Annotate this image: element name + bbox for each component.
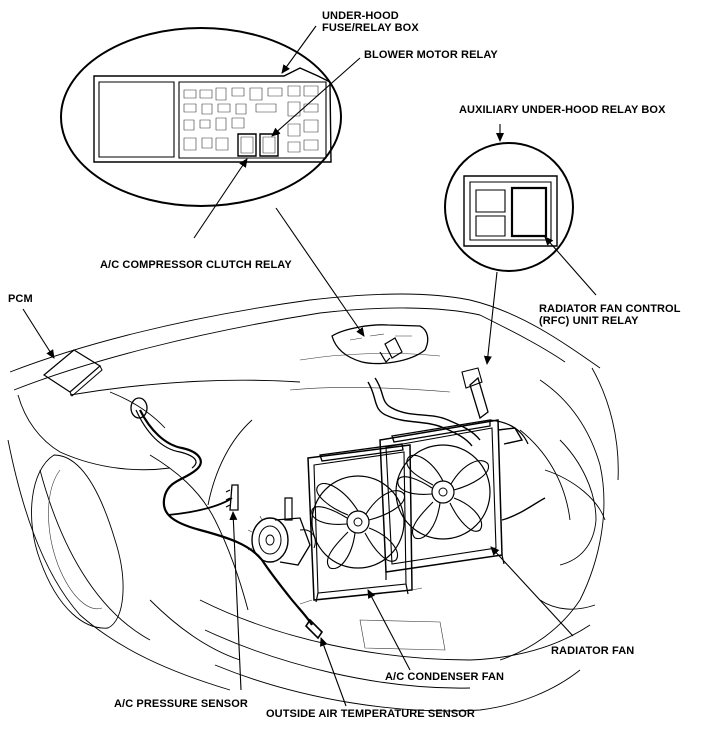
ac-compressor bbox=[247, 497, 316, 566]
underhood-box-label-1: UNDER-HOOD bbox=[322, 10, 399, 22]
hose-routing bbox=[367, 337, 529, 447]
rfc-label-1: RADIATOR FAN CONTROL bbox=[539, 303, 681, 315]
radiator-fan-label: RADIATOR FAN bbox=[551, 645, 635, 657]
wiring-harness bbox=[130, 397, 324, 640]
rfc-relay-icon bbox=[510, 186, 548, 238]
aux-relay-callout bbox=[444, 142, 574, 272]
pressure-sensor-icon bbox=[229, 484, 239, 511]
rfc-relay-unit-icon bbox=[469, 376, 489, 420]
grommet-icon bbox=[130, 397, 148, 419]
pcm-label: PCM bbox=[8, 293, 33, 305]
pressure-sensor-label: A/C PRESSURE SENSOR bbox=[114, 698, 248, 710]
rfc-label-2: (RFC) UNIT RELAY bbox=[539, 315, 639, 327]
ac-clutch-relay-icon bbox=[237, 133, 257, 157]
pcm-module bbox=[42, 349, 103, 397]
condenser-fan-label: A/C CONDENSER FAN bbox=[385, 671, 505, 683]
underhood-box-on-car bbox=[331, 324, 429, 365]
aux-relay-box-label: AUXILIARY UNDER-HOOD RELAY BOX bbox=[459, 104, 666, 116]
blower-relay-label: BLOWER MOTOR RELAY bbox=[364, 49, 498, 61]
fuse-box-callout bbox=[60, 27, 342, 207]
leader-lines bbox=[22, 25, 597, 707]
ac-clutch-relay-label: A/C COMPRESSOR CLUTCH RELAY bbox=[100, 259, 292, 271]
temp-sensor-icon bbox=[304, 618, 324, 640]
air-temp-sensor-label: OUTSIDE AIR TEMPERATURE SENSOR bbox=[266, 708, 475, 720]
underhood-box-label-2: FUSE/RELAY BOX bbox=[322, 22, 419, 34]
condenser-fan-assembly bbox=[299, 443, 423, 605]
car-body bbox=[7, 293, 619, 712]
